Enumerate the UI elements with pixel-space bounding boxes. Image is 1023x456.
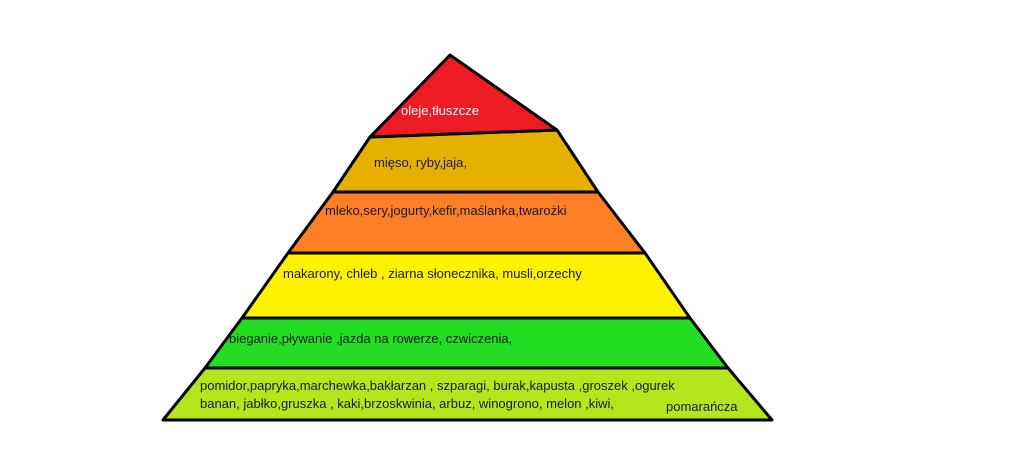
level-dairy <box>286 190 647 255</box>
label-fats: oleje,tłuszcze <box>401 103 479 118</box>
label-grains: makarony, chleb , ziarna słonecznika, mu… <box>283 266 582 281</box>
level-fats <box>368 53 559 139</box>
level-grains <box>240 251 692 320</box>
label-activity: bieganie,pływanie ,jazda na rowerze, czw… <box>229 331 512 346</box>
label-protein: mięso, ryby,jaja, <box>374 155 467 170</box>
label-fruits-end: pomarańcza <box>666 399 738 414</box>
label-dairy: mleko,sery,jogurty,kefir,maślanka,twaroż… <box>325 203 567 218</box>
label-fruits: banan, jabłko,gruszka , kaki,brzoskwinia… <box>200 396 614 411</box>
label-vegetables: pomidor,papryka,marchewka,bakłarzan , sz… <box>200 378 675 393</box>
